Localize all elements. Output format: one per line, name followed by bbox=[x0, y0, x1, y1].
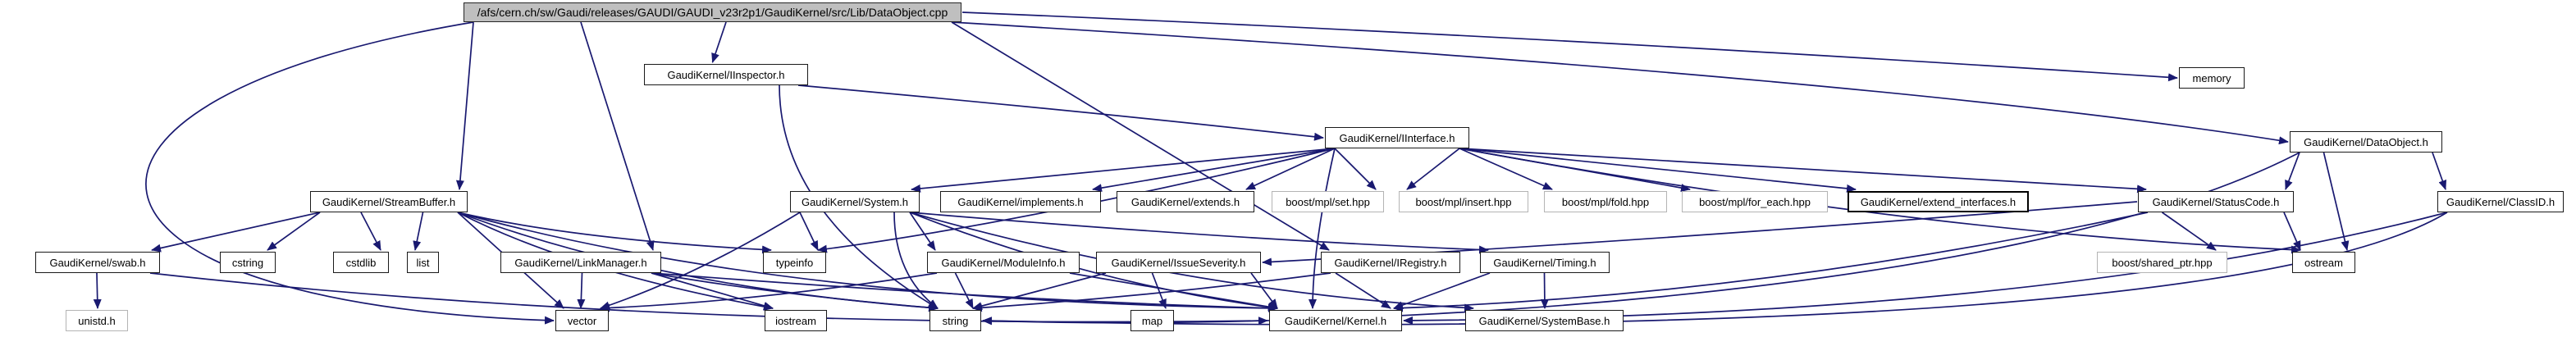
edge-issueseverity-to-kernel bbox=[1250, 272, 1278, 309]
edge-swab-to-unistd bbox=[93, 272, 102, 309]
edge-timing-to-systembase bbox=[1540, 272, 1549, 309]
edge-issueseverity-to-string bbox=[972, 272, 1107, 311]
node-unistd: unistd.h bbox=[66, 310, 128, 331]
node-root: /afs/cern.ch/sw/Gaudi/releases/GAUDI/GAU… bbox=[464, 2, 961, 22]
node-iinterface[interactable]: GaudiKernel/IInterface.h bbox=[1325, 127, 1469, 148]
edge-root-to-vector bbox=[145, 21, 555, 325]
node-system[interactable]: GaudiKernel/System.h bbox=[790, 191, 920, 212]
node-iostream: iostream bbox=[765, 310, 827, 331]
node-extends[interactable]: GaudiKernel/extends.h bbox=[1117, 191, 1254, 212]
node-typeinfo: typeinfo bbox=[763, 252, 826, 273]
edge-moduleinfo-to-kernel bbox=[1069, 272, 1278, 312]
node-kernel[interactable]: GaudiKernel/Kernel.h bbox=[1269, 310, 1402, 331]
node-vector: vector bbox=[555, 310, 609, 331]
node-cstring: cstring bbox=[220, 252, 276, 273]
node-list: list bbox=[407, 252, 439, 273]
edge-moduleinfo-to-string bbox=[954, 272, 974, 309]
node-mplinsert: boost/mpl/insert.hpp bbox=[1399, 191, 1528, 212]
node-issueseverity[interactable]: GaudiKernel/IssueSeverity.h bbox=[1096, 252, 1261, 273]
node-streambuffer[interactable]: GaudiKernel/StreamBuffer.h bbox=[310, 191, 468, 212]
node-statuscode[interactable]: GaudiKernel/StatusCode.h bbox=[2138, 191, 2294, 212]
edge-root-to-linkmanager bbox=[580, 21, 655, 251]
edge-system-to-timing bbox=[909, 212, 1489, 254]
edge-statuscode-to-kernel bbox=[1393, 212, 2149, 312]
node-linkmanager[interactable]: GaudiKernel/LinkManager.h bbox=[500, 252, 661, 273]
edge-statuscode-to-ostream bbox=[2283, 212, 2301, 251]
edge-system-to-string bbox=[893, 212, 939, 309]
edge-streambuffer-to-kernel bbox=[457, 212, 1278, 312]
node-memory: memory bbox=[2179, 67, 2245, 89]
edge-linkmanager-to-kernel bbox=[651, 272, 1278, 312]
node-dataobject[interactable]: GaudiKernel/DataObject.h bbox=[2290, 131, 2442, 153]
edge-root-to-iregistry bbox=[951, 21, 1330, 251]
edge-iinterface-to-mplfold bbox=[1459, 148, 1553, 190]
edge-streambuffer-to-list bbox=[413, 212, 424, 251]
edge-iinterface-to-mplinsert bbox=[1406, 148, 1460, 190]
edge-iinterface-to-implements bbox=[1092, 148, 1336, 193]
node-sharedptr: boost/shared_ptr.hpp bbox=[2097, 252, 2227, 273]
node-cstdlib: cstdlib bbox=[333, 252, 389, 273]
node-swab[interactable]: GaudiKernel/swab.h bbox=[35, 252, 160, 273]
edge-system-to-kernel bbox=[909, 212, 1278, 312]
node-moduleinfo[interactable]: GaudiKernel/ModuleInfo.h bbox=[927, 252, 1080, 273]
edge-system-to-moduleinfo bbox=[909, 212, 936, 251]
edge-system-to-vector bbox=[600, 212, 801, 310]
edge-iregistry-to-kernel bbox=[1335, 272, 1391, 309]
edge-iinterface-to-kernel bbox=[1309, 148, 1336, 309]
edge-issueseverity-to-map bbox=[1151, 272, 1167, 309]
node-implements[interactable]: GaudiKernel/implements.h bbox=[940, 191, 1101, 212]
edge-iinterface-to-extends bbox=[1245, 148, 1336, 190]
edge-linkmanager-to-vector bbox=[577, 272, 586, 309]
edge-dataobject-to-statuscode bbox=[2285, 152, 2300, 190]
edge-system-to-typeinfo bbox=[799, 212, 819, 251]
edge-root-to-dataobject bbox=[951, 21, 2289, 145]
node-map: map bbox=[1130, 310, 1174, 331]
edge-iinterface-to-system bbox=[911, 148, 1336, 193]
node-iinspector[interactable]: GaudiKernel/IInspector.h bbox=[644, 64, 808, 85]
node-mplforeach: boost/mpl/for_each.hpp bbox=[1682, 191, 1828, 212]
node-timing[interactable]: GaudiKernel/Timing.h bbox=[1480, 252, 1610, 273]
edge-root-to-iinspector bbox=[711, 21, 727, 63]
edge-linkmanager-to-iostream bbox=[651, 272, 774, 310]
node-string: string bbox=[929, 310, 981, 331]
edge-system-to-systembase bbox=[909, 212, 1474, 312]
edge-streambuffer-to-typeinfo bbox=[457, 212, 772, 254]
edge-iinterface-to-mplset bbox=[1334, 148, 1377, 190]
edge-iinterface-to-ostream bbox=[1459, 148, 2301, 254]
edge-streambuffer-to-swab bbox=[151, 212, 321, 253]
edge-root-to-memory bbox=[961, 11, 2178, 82]
edge-streambuffer-to-cstdlib bbox=[360, 212, 381, 251]
node-iregistry[interactable]: GaudiKernel/IRegistry.h bbox=[1321, 252, 1460, 273]
edge-iregistry-to-string bbox=[972, 272, 1331, 312]
node-extendinterfaces: GaudiKernel/extend_interfaces.h bbox=[1848, 191, 2029, 212]
edge-swab-to-kernel bbox=[149, 272, 1268, 326]
node-classid[interactable]: GaudiKernel/ClassID.h bbox=[2437, 191, 2564, 212]
edge-streambuffer-to-cstring bbox=[267, 212, 321, 251]
edge-root-to-streambuffer bbox=[455, 21, 474, 190]
edge-statuscode-to-sharedptr bbox=[2162, 212, 2217, 251]
node-mplfold: boost/mpl/fold.hpp bbox=[1544, 191, 1667, 212]
edge-timing-to-kernel bbox=[1393, 272, 1491, 309]
edge-dataobject-to-ostream bbox=[2323, 152, 2350, 251]
node-systembase[interactable]: GaudiKernel/SystemBase.h bbox=[1465, 310, 1624, 331]
node-ostream: ostream bbox=[2292, 252, 2355, 273]
edge-iinspector-to-iinterface bbox=[797, 84, 1324, 141]
edge-moduleinfo-to-vector bbox=[600, 272, 938, 312]
node-mplset: boost/mpl/set.hpp bbox=[1272, 191, 1384, 212]
edge-iinterface-to-statuscode bbox=[1459, 148, 2147, 194]
edge-dataobject-to-classid bbox=[2432, 152, 2447, 190]
edge-iinterface-to-extendinterfaces bbox=[1459, 148, 1857, 193]
